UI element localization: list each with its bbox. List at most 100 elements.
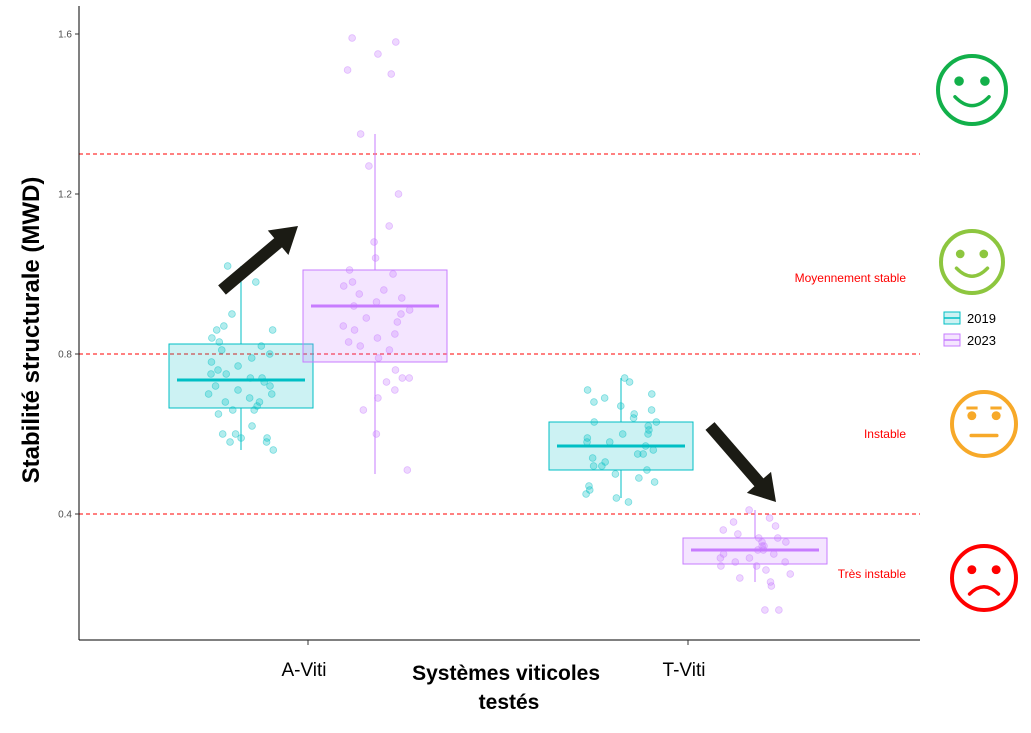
- data-point: [268, 326, 277, 334]
- data-point: [752, 562, 761, 570]
- data-point: [612, 494, 621, 502]
- data-point: [585, 486, 594, 494]
- mood-icons: [936, 54, 1018, 612]
- data-point: [385, 346, 394, 354]
- data-point: [403, 466, 412, 474]
- data-point: [373, 334, 382, 342]
- data-point: [370, 238, 378, 246]
- box-2019-A-Viti: [168, 343, 314, 409]
- data-point: [204, 390, 213, 398]
- data-point: [731, 558, 740, 566]
- data-point: [234, 362, 242, 370]
- data-point: [758, 538, 766, 546]
- data-point: [649, 446, 658, 454]
- jitter-points: [204, 34, 795, 614]
- data-point: [374, 394, 382, 402]
- data-point: [365, 162, 373, 170]
- data-point: [605, 438, 614, 446]
- data-point: [255, 398, 264, 406]
- data-point: [635, 474, 643, 482]
- data-point: [348, 278, 357, 286]
- data-point: [372, 430, 381, 438]
- sad-face-icon: [950, 544, 1018, 612]
- data-point: [266, 382, 274, 390]
- data-point: [245, 394, 254, 402]
- data-point: [385, 222, 393, 230]
- x-tick-label: A-Viti: [281, 660, 326, 681]
- data-point: [644, 430, 652, 438]
- data-point: [267, 390, 276, 398]
- data-point: [339, 282, 348, 290]
- y-tick-label: 0.8: [58, 350, 72, 361]
- data-point: [215, 338, 224, 346]
- zone-label: Très instable: [838, 567, 907, 581]
- data-point: [265, 350, 274, 358]
- data-point: [620, 374, 629, 382]
- face-eye-left: [967, 411, 977, 421]
- data-point: [207, 370, 215, 378]
- y-axis-title: Stabilité structurale (MWD): [18, 177, 45, 484]
- data-point: [228, 310, 236, 318]
- y-tick-label: 0.4: [58, 510, 72, 521]
- data-point: [223, 262, 232, 270]
- data-point: [380, 286, 388, 294]
- x-axis-title-line-1: Systèmes viticoles: [412, 662, 600, 685]
- data-point: [250, 406, 258, 414]
- data-point: [736, 574, 744, 582]
- threshold-lines: [79, 153, 920, 515]
- data-point: [207, 358, 216, 366]
- data-point: [387, 70, 396, 78]
- data-point: [252, 278, 260, 286]
- data-point: [374, 50, 382, 58]
- data-point: [246, 374, 255, 382]
- data-point: [269, 446, 278, 454]
- data-point: [754, 534, 763, 542]
- x-tick-label: T-Viti: [663, 660, 706, 681]
- data-point: [234, 386, 242, 394]
- data-point: [729, 518, 738, 526]
- data-point: [583, 434, 592, 442]
- data-point: [767, 582, 776, 590]
- data-point: [771, 522, 780, 530]
- data-point: [759, 546, 768, 554]
- data-point: [359, 406, 368, 414]
- data-point: [766, 578, 775, 586]
- very-happy-face-icon: [936, 54, 1008, 126]
- data-point: [616, 402, 625, 410]
- data-point: [371, 254, 380, 262]
- data-point: [374, 354, 383, 362]
- data-point: [583, 386, 592, 394]
- face-outline: [950, 544, 1018, 612]
- data-point: [258, 374, 266, 382]
- legend-label: 2023: [967, 333, 996, 348]
- data-point: [248, 422, 256, 430]
- data-point: [391, 330, 399, 338]
- data-point: [262, 438, 271, 446]
- face-eye-left: [954, 76, 964, 86]
- data-point: [588, 454, 597, 462]
- data-point: [716, 554, 725, 562]
- data-point: [228, 406, 237, 414]
- data-point: [734, 530, 742, 538]
- y-tick-label: 1.6: [58, 30, 72, 41]
- data-point: [393, 318, 402, 326]
- data-point: [350, 326, 359, 334]
- data-point: [211, 382, 220, 390]
- face-eye-right: [991, 411, 1001, 421]
- data-point: [717, 562, 725, 570]
- data-point: [633, 450, 642, 458]
- data-point: [745, 506, 753, 514]
- arrow-up-icon: [218, 226, 299, 295]
- data-point: [214, 366, 222, 374]
- y-tick-label: 1.2: [58, 190, 72, 201]
- data-point: [389, 270, 397, 278]
- data-point: [217, 346, 226, 354]
- data-point: [362, 314, 371, 322]
- data-point: [625, 378, 634, 386]
- data-point: [397, 310, 405, 318]
- data-point: [641, 442, 650, 450]
- data-point: [601, 458, 609, 466]
- data-point: [339, 322, 348, 330]
